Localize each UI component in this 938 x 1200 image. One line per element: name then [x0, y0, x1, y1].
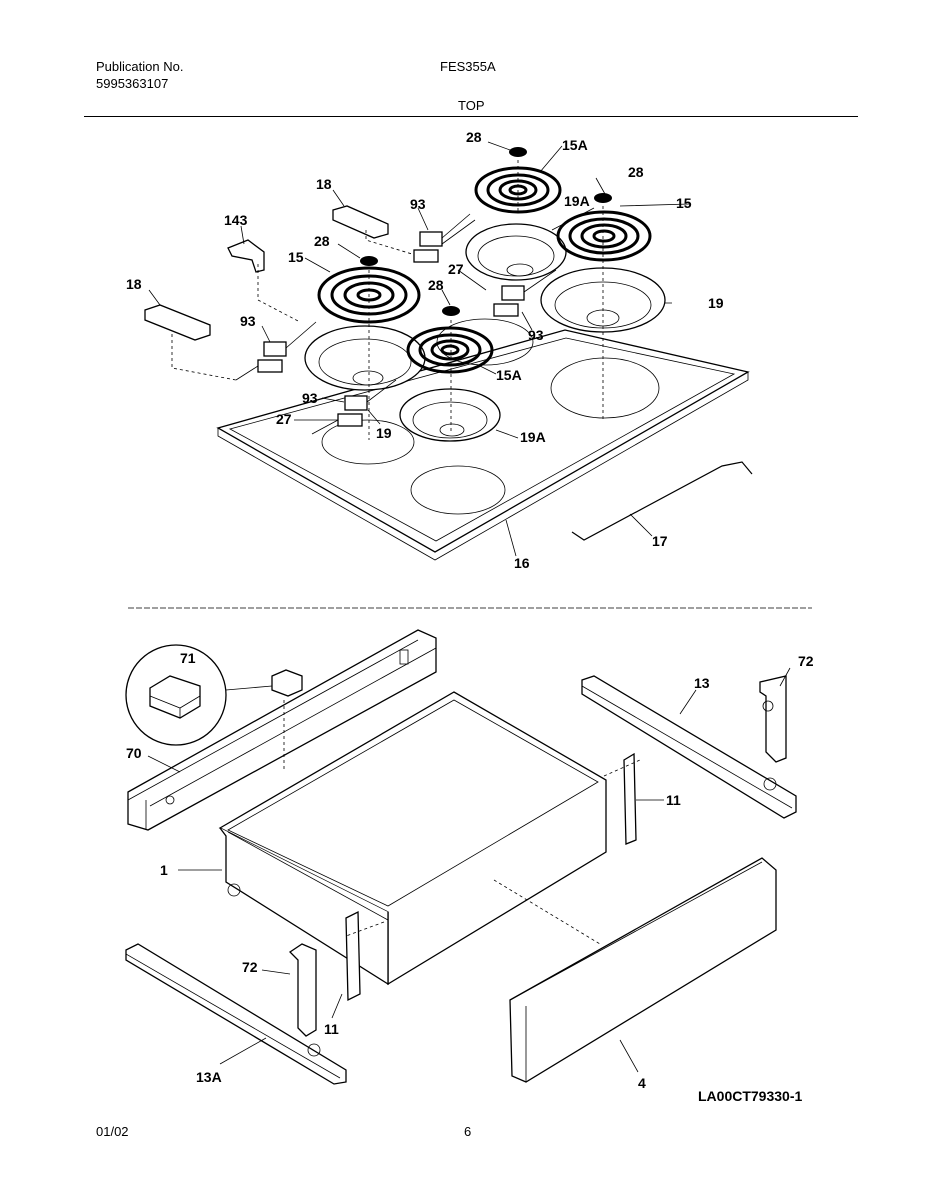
callout-19: 19	[376, 425, 392, 441]
front-rail-70	[127, 629, 437, 831]
page-number: 6	[464, 1124, 472, 1139]
surface-element-15a-front	[406, 326, 494, 374]
callout-19: 19	[708, 295, 724, 311]
callout-71: 71	[180, 650, 196, 666]
drip-bowl-19a-top	[465, 223, 567, 281]
wire-rod-17	[571, 461, 753, 541]
trim-ring-28c	[360, 256, 378, 266]
drawer-assembly	[125, 629, 797, 1085]
callout-19a: 19A	[520, 429, 546, 445]
bracket-18-left	[144, 304, 211, 341]
callout-1: 1	[160, 862, 168, 878]
callout-27: 27	[276, 411, 292, 427]
bracket-143	[227, 239, 265, 273]
bracket-11-right	[623, 752, 637, 845]
footer-date: 01/02	[96, 1124, 129, 1139]
callout-70: 70	[126, 745, 142, 761]
trim-ring-28b	[594, 193, 612, 203]
callout-93: 93	[528, 327, 544, 343]
receptacle-93-front	[311, 379, 397, 435]
callout-28: 28	[314, 233, 330, 249]
callout-27: 27	[448, 261, 464, 277]
surface-element-15-right	[556, 210, 652, 262]
callout-93: 93	[240, 313, 256, 329]
receptacle-93-left	[235, 321, 317, 381]
drip-bowl-19-right	[540, 267, 666, 333]
callout-15: 15	[288, 249, 304, 265]
callout-17: 17	[652, 533, 668, 549]
publication-number: 5995363107	[96, 76, 169, 91]
section-title: TOP	[458, 98, 485, 113]
callout-16: 16	[514, 555, 530, 571]
callout-15a: 15A	[496, 367, 522, 383]
callout-93: 93	[410, 196, 426, 212]
callout-18: 18	[126, 276, 142, 292]
bracket-11-left	[345, 910, 361, 1002]
bracket-18-top	[332, 205, 389, 239]
callout-13: 13	[694, 675, 710, 691]
bracket-72-left	[288, 943, 317, 1037]
diagram-code: LA00CT79330-1	[698, 1088, 803, 1104]
slide-rail-13	[581, 675, 797, 819]
callout-93: 93	[302, 390, 318, 406]
drip-bowl-19a-front	[399, 388, 501, 442]
callout-15a: 15A	[562, 137, 588, 153]
callout-4: 4	[638, 1075, 646, 1091]
callout-15: 15	[676, 195, 692, 211]
slide-rail-13a	[125, 943, 347, 1085]
model-number: FES355A	[440, 59, 496, 74]
callout-28: 28	[466, 129, 482, 145]
trim-ring-28d	[442, 306, 460, 316]
callout-28: 28	[628, 164, 644, 180]
trim-ring-28a	[509, 147, 527, 157]
callout-11: 11	[666, 792, 681, 808]
publication-label: Publication No.	[96, 59, 184, 74]
drip-bowl-19-front	[304, 325, 426, 391]
callouts: 28 15A 28 15 19A 18 93 143 28 15 27 18 2…	[126, 129, 814, 1091]
callout-11: 11	[324, 1021, 339, 1037]
bracket-72-right	[759, 675, 787, 763]
callout-13a: 13A	[196, 1069, 222, 1085]
callout-72: 72	[798, 653, 814, 669]
callout-19a: 19A	[564, 193, 590, 209]
receptacle-93-top	[413, 213, 476, 263]
receptacle-93-mid	[493, 269, 557, 317]
callout-143: 143	[224, 212, 248, 228]
callout-28: 28	[428, 277, 444, 293]
callout-72: 72	[242, 959, 258, 975]
header-rule	[84, 116, 858, 117]
drawer-front-panel	[509, 857, 777, 1083]
cooktop-assembly	[144, 141, 753, 561]
callout-18: 18	[316, 176, 332, 192]
